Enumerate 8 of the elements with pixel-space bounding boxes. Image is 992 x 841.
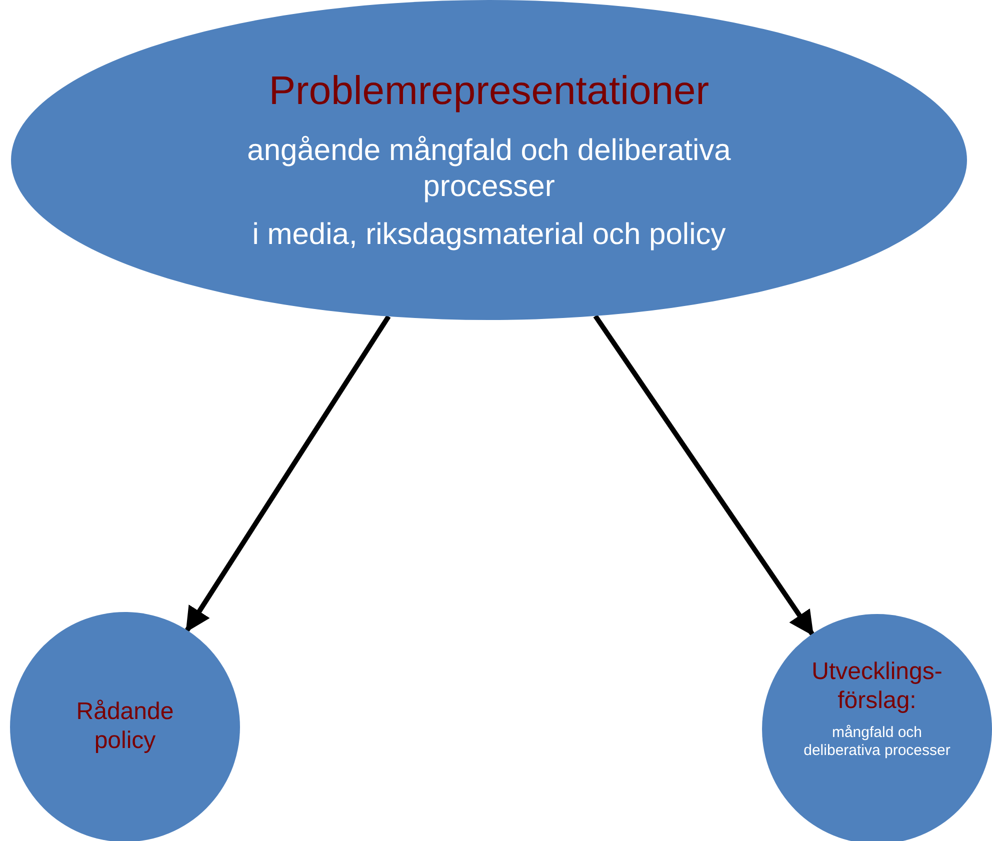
node-text: angående mångfald och deliberativa processer (246, 133, 732, 205)
arrow (185, 315, 391, 632)
node-text: mångfald och deliberativa processer (802, 724, 952, 760)
node-heading: Rådande policy (75, 698, 175, 756)
node-heading: Utvecklings-förslag: (810, 658, 944, 716)
node-heading: Problemrepresentationer (268, 68, 710, 115)
node-text: i media, riksdagsmaterial och policy (252, 217, 726, 253)
arrow (593, 314, 814, 636)
